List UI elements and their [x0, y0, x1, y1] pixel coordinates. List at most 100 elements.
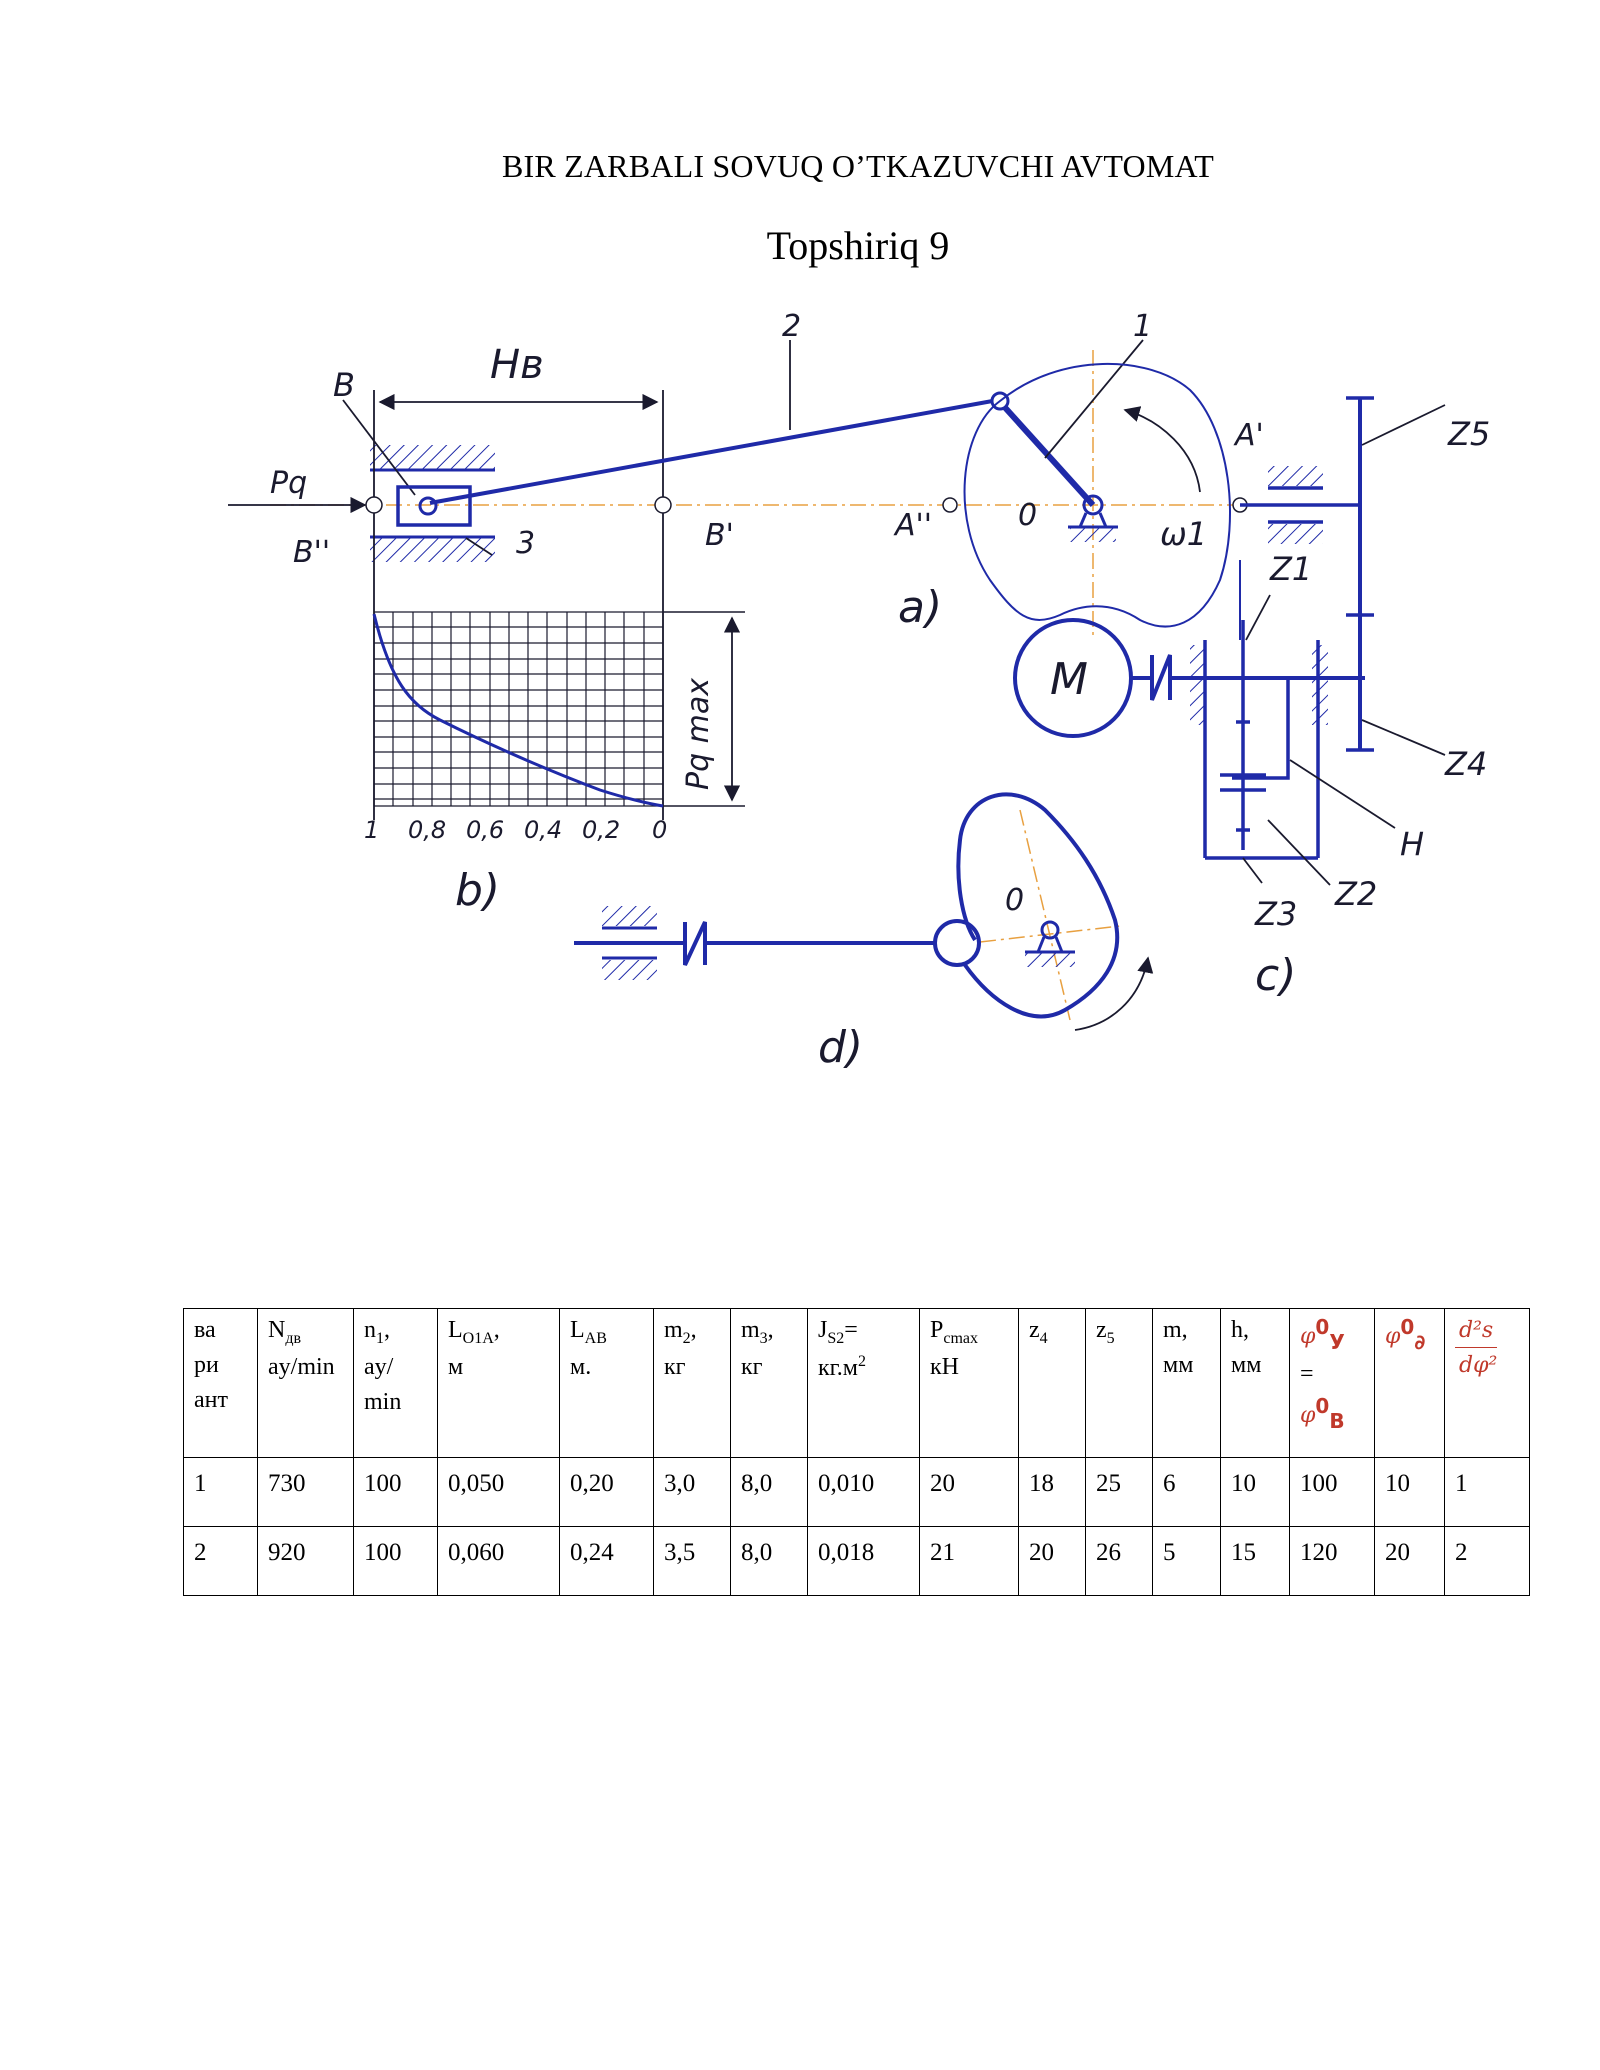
- table-cell: 20: [1018, 1526, 1086, 1596]
- header-phi-y: φ0У = φ0В: [1289, 1308, 1375, 1458]
- header-lab: LAB м.: [559, 1308, 654, 1458]
- label-hb: Hв: [490, 342, 544, 388]
- pivot-bp: [654, 496, 672, 514]
- table-row: 2 920 100 0,060 0,24 3,5 8,0 0,018 21 20…: [183, 1526, 1530, 1596]
- table-cell: 0,24: [559, 1526, 654, 1596]
- gearbox-leaders: [1242, 594, 1396, 886]
- table-cell: 10: [1374, 1457, 1445, 1527]
- label-2: 2: [782, 309, 801, 344]
- header-ndv: Nдв ay/min: [257, 1308, 354, 1458]
- table-cell: 120: [1289, 1526, 1375, 1596]
- label-z1: Z1: [1269, 550, 1312, 588]
- table-cell: 0,018: [807, 1526, 920, 1596]
- motor-coupling: [1131, 654, 1365, 701]
- leader-z5: [1361, 404, 1446, 446]
- table-cell: 1: [1444, 1457, 1530, 1527]
- rotation-arrow: [1123, 406, 1201, 493]
- header-m2: m2, кг: [653, 1308, 731, 1458]
- label-z2: Z2: [1334, 875, 1377, 913]
- graph-tick-labels: 1 0,8 0,6 0,4 0,2 0: [364, 816, 667, 844]
- header-js2: JS2= кг.м2: [807, 1308, 920, 1458]
- tick-label: 0,2: [582, 816, 620, 844]
- output-shaft: [1240, 396, 1374, 752]
- follower-roller: [933, 919, 981, 967]
- table-cell: 5: [1152, 1526, 1221, 1596]
- table-cell: 920: [257, 1526, 354, 1596]
- header-loia: LO1A, м: [437, 1308, 560, 1458]
- label-b: B: [333, 366, 355, 404]
- force-graph: [372, 611, 745, 808]
- header-pcmax: Pcmax кН: [919, 1308, 1019, 1458]
- table-cell: 26: [1085, 1526, 1153, 1596]
- tick-label: 0,6: [466, 816, 504, 844]
- table-cell: 0,060: [437, 1526, 560, 1596]
- label-a2: A'': [893, 508, 932, 543]
- slider-block: [396, 485, 472, 527]
- table-cell: 3,0: [653, 1457, 731, 1527]
- parameters-table: ва ри ант Nдв ay/min n1, ay/ min LO1A, м…: [183, 1308, 1530, 1596]
- pivot-b2: [365, 496, 383, 514]
- header-z5: z5: [1085, 1308, 1153, 1458]
- cam-rotation-arrow: [1074, 956, 1154, 1031]
- cam-mechanism: [574, 792, 1154, 1031]
- leader-1: [1044, 339, 1144, 459]
- table-cell: 18: [1018, 1457, 1086, 1527]
- diagram-labels: Hв B Pq B'' 3 2 1 B' A'' 0 ω1 A' Z5 Z1 M…: [270, 309, 1490, 1073]
- label-omega: ω1: [1160, 515, 1207, 553]
- label-z4: Z4: [1444, 745, 1487, 783]
- table-cell: 21: [919, 1526, 1019, 1596]
- header-z4: z4: [1018, 1308, 1086, 1458]
- tick-label: 1: [364, 816, 379, 844]
- header-n1: n1, ay/ min: [353, 1308, 438, 1458]
- table-cell: 3,5: [653, 1526, 731, 1596]
- label-b2: B'': [293, 535, 330, 570]
- table-cell: 100: [353, 1526, 438, 1596]
- label-3: 3: [516, 526, 535, 561]
- table-header-row: ва ри ант Nдв ay/min n1, ay/ min LO1A, м…: [183, 1308, 1530, 1458]
- table-cell: 2: [1444, 1526, 1530, 1596]
- label-z3: Z3: [1254, 895, 1297, 933]
- label-pqmax: Pq max: [681, 678, 716, 790]
- cam-profile: [956, 792, 1120, 1019]
- table-cell: 8,0: [730, 1457, 808, 1527]
- caption-c: c): [1255, 950, 1296, 1001]
- table-cell: 100: [1289, 1457, 1375, 1527]
- crank: [997, 399, 1096, 508]
- label-1: 1: [1133, 309, 1152, 344]
- header-h: h, мм: [1220, 1308, 1290, 1458]
- table-cell: 15: [1220, 1526, 1290, 1596]
- header-phi-d: φ0∂: [1374, 1308, 1445, 1458]
- leader-z4: [1361, 719, 1446, 756]
- planetary-gearbox: [1190, 560, 1328, 860]
- force-curve: [372, 613, 664, 808]
- tick-label: 0,4: [524, 816, 562, 844]
- label-pq: Pq: [270, 466, 307, 501]
- caption-b: b): [455, 865, 500, 916]
- header-d2s: d²s dφ²: [1444, 1308, 1530, 1458]
- table-cell: 20: [919, 1457, 1019, 1527]
- table-cell: 25: [1085, 1457, 1153, 1527]
- tick-label: 0,8: [408, 816, 446, 844]
- slider-guides: [370, 445, 495, 562]
- label-h: H: [1400, 825, 1424, 863]
- label-o-top: 0: [1018, 498, 1037, 533]
- slider-pin: [418, 496, 438, 516]
- table-cell: 0,050: [437, 1457, 560, 1527]
- label-o-bottom: 0: [1005, 883, 1024, 918]
- label-ap: A': [1233, 418, 1264, 453]
- table-cell: 10: [1220, 1457, 1290, 1527]
- label-bp: B': [705, 518, 734, 553]
- table-cell: 730: [257, 1457, 354, 1527]
- pivot-a2: [942, 497, 958, 513]
- label-z5: Z5: [1447, 415, 1490, 453]
- graph-grid: [373, 611, 664, 807]
- table-cell: 20: [1374, 1526, 1445, 1596]
- caption-d: d): [818, 1022, 863, 1073]
- caption-a: a): [898, 582, 942, 633]
- document-title: BIR ZARBALI SOVUQ O’TKAZUVCHI AVTOMAT: [501, 148, 1214, 184]
- flywheel-outline: [963, 362, 1231, 628]
- connecting-rod: [429, 398, 999, 505]
- table-cell: 6: [1152, 1457, 1221, 1527]
- table-cell: 1: [183, 1457, 258, 1527]
- mechanism-diagram: Hв B Pq B'' 3 2 1 B' A'' 0 ω1 A' Z5 Z1 M…: [228, 309, 1490, 1073]
